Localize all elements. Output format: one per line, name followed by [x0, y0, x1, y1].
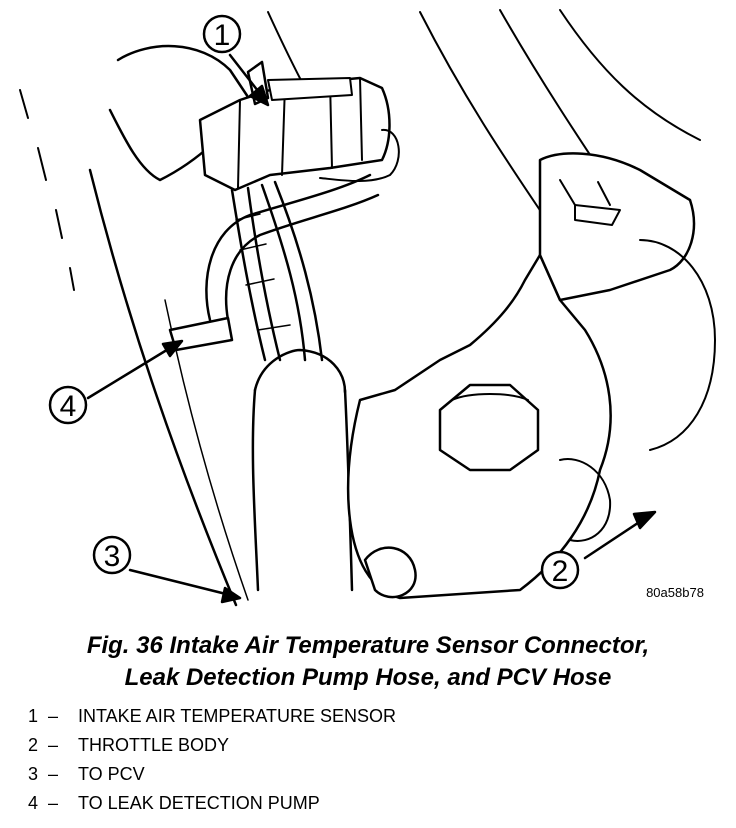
legend-number: 4 — [28, 793, 39, 813]
figure-id: 80a58b78 — [646, 585, 704, 600]
caption-line-1: Fig. 36 Intake Air Temperature Sensor Co… — [86, 632, 650, 659]
leak-detection-pump-hose — [168, 173, 380, 352]
engine-illustration: 1 2 3 4 80a58b78 — [19, 9, 716, 607]
callout-4-number: 4 — [60, 390, 77, 423]
legend-number: 2 — [28, 735, 39, 755]
leader-arrow-3 — [128, 568, 242, 604]
legend-item: 1–INTAKE AIR TEMPERATURE SENSOR — [28, 702, 396, 731]
legend-text: TO LEAK DETECTION PUMP — [78, 793, 320, 813]
legend-text: INTAKE AIR TEMPERATURE SENSOR — [78, 706, 397, 726]
legend-list: 1–INTAKE AIR TEMPERATURE SENSOR 2–THROTT… — [28, 702, 396, 818]
throttle-body — [346, 152, 716, 600]
legend-dash: – — [48, 706, 59, 726]
legend-dash: – — [48, 793, 59, 813]
callout-1-number: 1 — [214, 19, 231, 52]
legend-item: 3–TO PCV — [28, 760, 396, 789]
legend-item: 2–THROTTLE BODY — [28, 731, 396, 760]
leader-arrow-1 — [228, 53, 270, 107]
legend-dash: – — [48, 764, 59, 784]
callout-4: 4 — [48, 385, 88, 425]
legend-number: 1 — [28, 706, 39, 726]
figure-caption: Fig. 36 Intake Air Temperature Sensor Co… — [0, 630, 736, 694]
callout-3: 3 — [92, 535, 132, 575]
leader-arrow-2 — [583, 510, 657, 560]
callout-1: 1 — [202, 14, 242, 54]
caption-line-2: Leak Detection Pump Hose, and PCV Hose — [124, 664, 612, 691]
edge-line — [19, 89, 75, 291]
manifold-outline — [88, 168, 238, 607]
legend-text: THROTTLE BODY — [78, 735, 230, 755]
legend-dash: – — [48, 735, 59, 755]
wiring-harness — [230, 180, 324, 362]
callout-3-number: 3 — [104, 540, 121, 573]
callout-2-number: 2 — [552, 555, 569, 588]
iat-sensor-connector — [198, 60, 400, 192]
callout-2: 2 — [540, 550, 580, 590]
legend-text: TO PCV — [78, 764, 145, 784]
legend-item: 4–TO LEAK DETECTION PUMP — [28, 789, 396, 818]
legend-number: 3 — [28, 764, 39, 784]
leader-arrow-4 — [86, 339, 184, 400]
pcv-hose — [251, 348, 354, 592]
